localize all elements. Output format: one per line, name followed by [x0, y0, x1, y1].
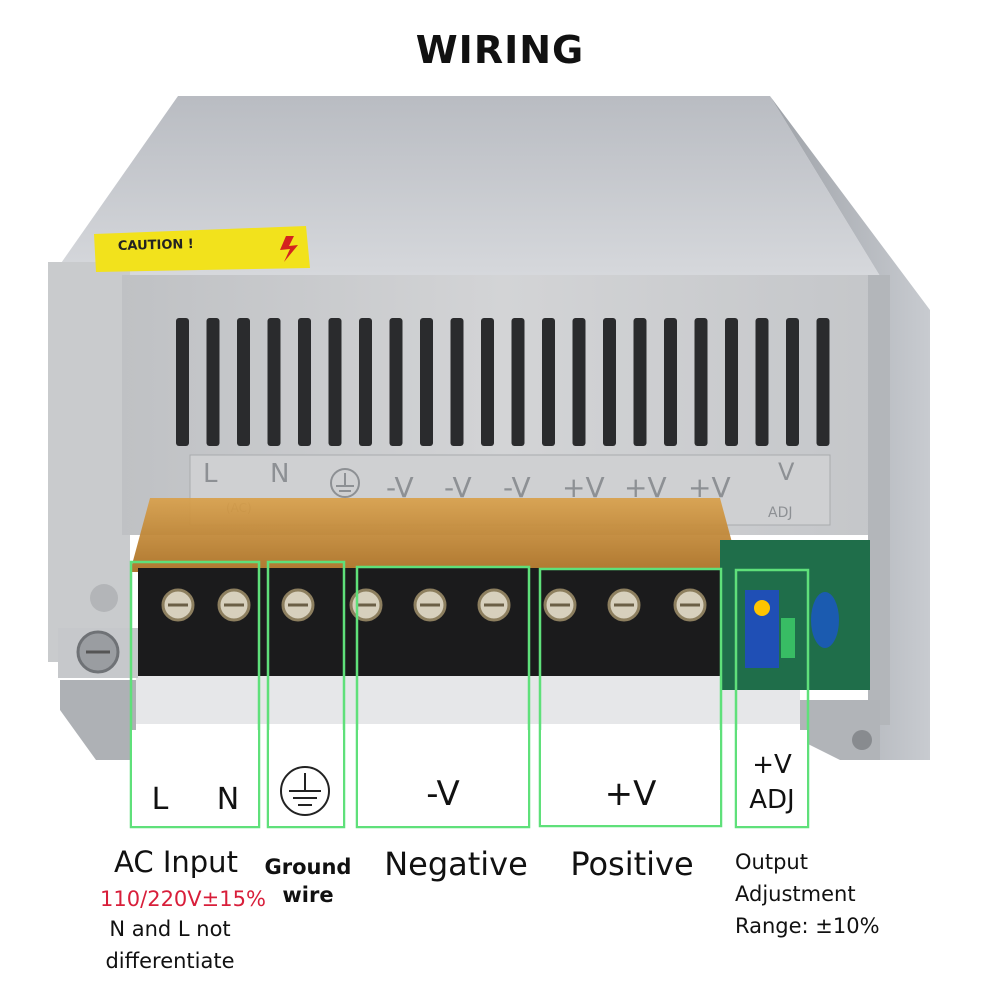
ac-l-label: L: [151, 782, 169, 817]
caution-sticker: [94, 226, 310, 272]
ac-voltage-caption: 110/220V±15%: [100, 887, 266, 911]
embossed-ground-icon: [330, 468, 360, 498]
page-title: WIRING: [415, 28, 585, 72]
vent-slot: [664, 318, 677, 446]
vent-slot: [572, 318, 586, 446]
vent-slot: [633, 318, 647, 446]
vent-slot: [603, 318, 616, 446]
vent-slot: [481, 318, 494, 446]
ground-box: [266, 560, 346, 829]
positive-caption: Positive: [570, 845, 694, 883]
terminal-block: [138, 568, 728, 676]
vent-slot: [755, 318, 769, 446]
ac-note-1: N and L not: [109, 917, 231, 941]
vent-slots: [176, 318, 830, 446]
vent-slot: [420, 318, 433, 446]
positive-box-label: +V: [604, 774, 657, 814]
adj-box-label-1: +V: [752, 750, 792, 780]
vent-slot: [816, 318, 830, 446]
vent-slot: [389, 318, 403, 446]
case-left-frame: [48, 262, 130, 662]
vent-slot: [542, 318, 555, 446]
caution-label: CAUTION !: [118, 237, 194, 254]
negative-box-label: -V: [426, 774, 460, 814]
ac-n-label: N: [216, 782, 240, 817]
panel-label: V: [778, 458, 795, 486]
vent-slot: [328, 318, 342, 446]
adj-caption-3: Range: ±10%: [735, 914, 880, 938]
ground-caption-1: Ground: [264, 855, 352, 879]
terminal-screws: [161, 588, 707, 622]
panel-label: L: [203, 459, 218, 489]
panel-label: ADJ: [768, 505, 793, 521]
ground-symbol-icon: [280, 766, 330, 816]
positive-box: [538, 567, 723, 828]
negative-box: [355, 565, 531, 829]
adj-box: [734, 568, 810, 829]
terminal-cover: [130, 498, 740, 572]
vent-slot: [786, 318, 799, 446]
vent-slot: [511, 318, 525, 446]
adj-box-label-2: ADJ: [749, 785, 795, 815]
vent-slot: [359, 318, 372, 446]
adj-caption-2: Adjustment: [735, 882, 856, 906]
vent-slot: [725, 318, 738, 446]
vent-slot: [450, 318, 464, 446]
vent-slot: [694, 318, 708, 446]
negative-caption: Negative: [384, 845, 528, 883]
ac-note-2: differentiate: [105, 949, 235, 973]
ground-caption-2: wire: [282, 883, 334, 907]
adj-caption-1: Output: [735, 850, 808, 874]
vent-slot: [267, 318, 281, 446]
vent-slot: [237, 318, 250, 446]
vent-slot: [206, 318, 220, 446]
vent-slot: [298, 318, 311, 446]
lightning-icon: [280, 236, 298, 262]
panel-label: N: [270, 459, 289, 489]
capacitor: [811, 592, 839, 648]
ac-input-caption: AC Input: [114, 845, 238, 879]
vent-slot: [176, 318, 189, 446]
ac-input-box: [129, 560, 261, 829]
